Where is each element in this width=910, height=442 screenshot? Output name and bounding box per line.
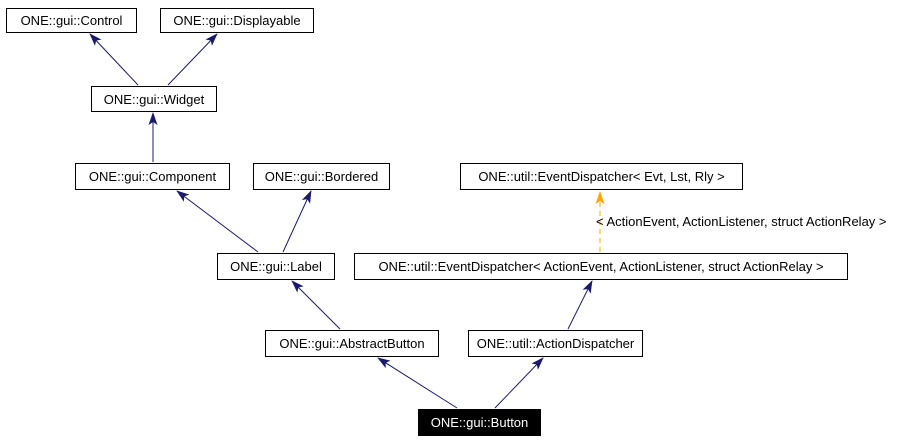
class-node-event-dispatcher-generic[interactable]: ONE::util::EventDispatcher< Evt, Lst, Rl…: [460, 163, 743, 190]
edge-label-to-component: [176, 190, 259, 253]
class-node-event-dispatcher-action[interactable]: ONE::util::EventDispatcher< ActionEvent,…: [354, 253, 848, 280]
class-node-displayable[interactable]: ONE::gui::Displayable: [160, 8, 314, 33]
class-node-widget[interactable]: ONE::gui::Widget: [91, 86, 217, 112]
class-node-component[interactable]: ONE::gui::Component: [75, 163, 230, 190]
class-node-bordered[interactable]: ONE::gui::Bordered: [253, 163, 390, 190]
class-node-action-dispatcher[interactable]: ONE::util::ActionDispatcher: [468, 330, 643, 357]
edge-widget-to-control: [89, 33, 139, 86]
template-arguments-edge-label: < ActionEvent, ActionListener, struct Ac…: [596, 214, 887, 229]
edge-action-dispatcher-to-event-dispatcher-action: [567, 280, 593, 330]
class-node-control[interactable]: ONE::gui::Control: [6, 8, 137, 33]
class-node-label[interactable]: ONE::gui::Label: [217, 253, 335, 280]
class-node-button: ONE::gui::Button: [418, 409, 541, 436]
edge-button-to-abstract-button: [377, 357, 458, 409]
edge-label-to-bordered: [282, 190, 312, 253]
class-node-abstract-button[interactable]: ONE::gui::AbstractButton: [265, 330, 439, 357]
edge-abstract-button-to-label: [291, 280, 341, 330]
edge-widget-to-displayable: [167, 33, 218, 86]
edge-button-to-action-dispatcher: [494, 357, 544, 409]
